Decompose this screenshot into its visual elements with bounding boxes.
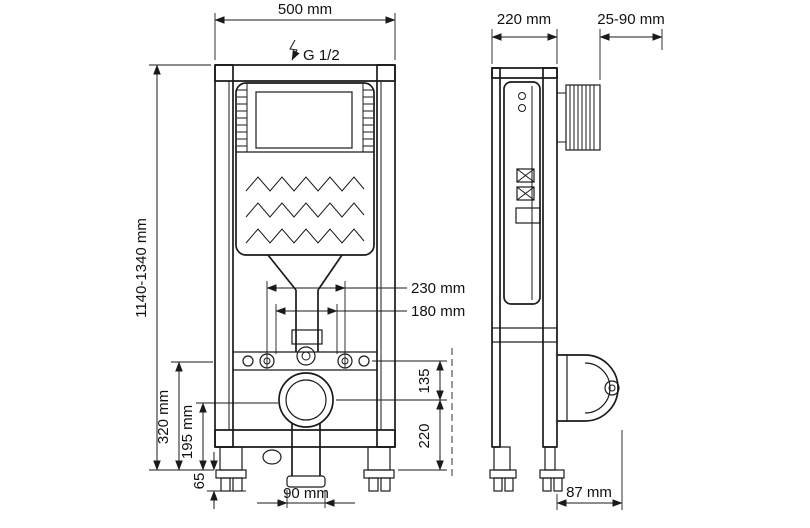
adjustable-feet xyxy=(215,446,395,492)
supply-arrow-icon xyxy=(289,39,300,61)
side-view: 220 mm 25-90 mm 87 mm xyxy=(489,11,665,510)
dim-label-90: 90 mm xyxy=(283,485,329,502)
mounting-hardware xyxy=(515,168,541,224)
side-frame xyxy=(491,67,558,448)
water-wave xyxy=(245,176,365,192)
fixing-bolts xyxy=(242,346,370,369)
outlet-flange xyxy=(286,475,326,488)
dim-label-spacing-outer: 230 mm xyxy=(411,280,465,297)
dim-label-195: 195 mm xyxy=(179,405,196,459)
dim-label-65: 65 xyxy=(191,473,208,490)
dim-label-320: 320 mm xyxy=(155,390,172,444)
clamp-detail xyxy=(262,449,282,465)
dim-label-depth: 220 mm xyxy=(497,11,551,28)
inspection-window xyxy=(255,91,353,149)
dim-label-outlet-offset: 87 mm xyxy=(566,484,612,501)
drain-circle xyxy=(278,372,334,428)
dim-label-panel-range: 25-90 mm xyxy=(597,11,665,28)
dim-label-height-range: 1140-1340 mm xyxy=(133,218,150,318)
pipe-coupler xyxy=(291,329,323,345)
side-cistern xyxy=(503,81,541,305)
dim-label-width: 500 mm xyxy=(278,1,332,18)
dimensions-front: 500 mm G 1/2 1140-1340 mm 230 mm 180 mm xyxy=(133,1,465,509)
outlet-knob xyxy=(604,380,620,396)
actuator-assembly xyxy=(557,84,601,151)
water-wave xyxy=(245,228,365,244)
drain-outlet xyxy=(262,372,334,488)
cistern xyxy=(235,82,375,256)
fastener-circle xyxy=(518,104,526,112)
dim-label-spacing-inner: 180 mm xyxy=(411,303,465,320)
cross-member xyxy=(491,327,558,343)
front-view: 500 mm G 1/2 1140-1340 mm 230 mm 180 mm xyxy=(133,1,465,509)
dimensions-side: 220 mm 25-90 mm 87 mm xyxy=(491,11,665,510)
frame xyxy=(214,64,396,448)
dim-label-220: 220 xyxy=(416,423,433,448)
dim-label-135: 135 xyxy=(416,368,433,393)
valve-detail xyxy=(515,207,541,224)
water-wave xyxy=(245,202,365,218)
dim-label-supply: G 1/2 xyxy=(303,47,340,64)
fastener-circle xyxy=(518,92,526,100)
side-outlet xyxy=(557,354,620,422)
side-feet xyxy=(489,446,565,492)
flush-pipe xyxy=(267,254,343,352)
